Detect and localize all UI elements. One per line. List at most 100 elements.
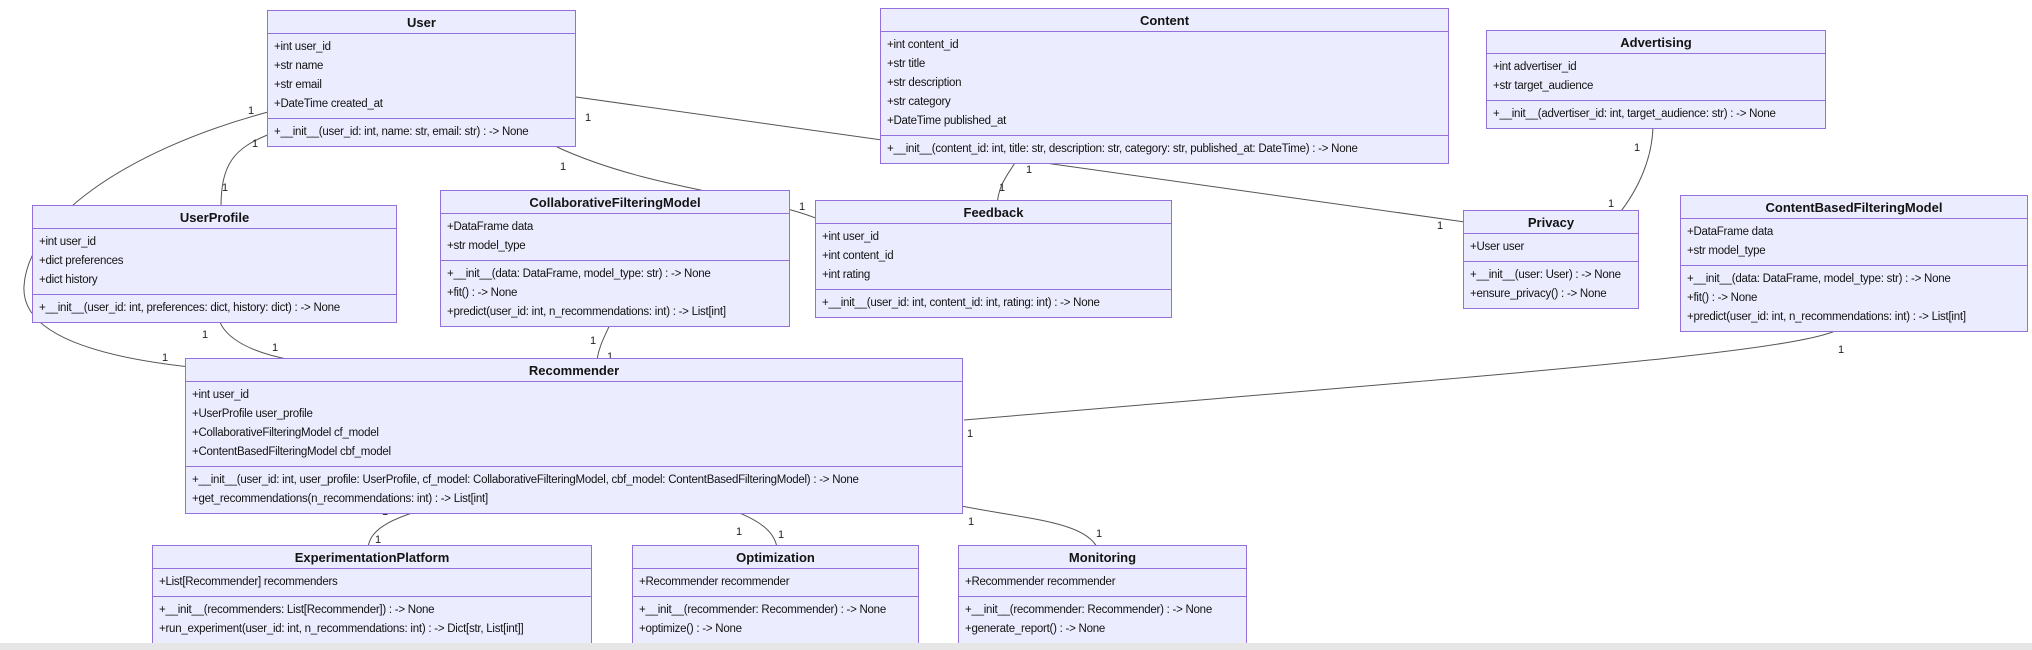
attributes-section: +DataFrame data+str model_type (1681, 219, 2027, 265)
attributes-section: +int user_id +UserProfile user_profile +Co… (186, 382, 962, 466)
horizontal-scrollbar[interactable] (0, 643, 2032, 650)
attribute: +UserProfile user_profile (192, 408, 313, 420)
cardinality-label: 1 (585, 112, 591, 124)
methods-section: +__init__(recommender: Recommender) : ->… (959, 596, 1246, 643)
attributes-section: +int user_id+str name+str email+DateTime… (268, 34, 575, 118)
attribute: +int user_id (274, 41, 331, 53)
method: +__init__(data: DataFrame, model_type: s… (1687, 273, 1951, 285)
edge-Recommender-Monitoring (955, 504, 1099, 550)
cardinality-label: 1 (590, 335, 596, 347)
class-Monitoring: Monitoring +Recommender recommender +__ini… (958, 545, 1247, 644)
class-title: Optimization (633, 546, 918, 569)
class-title: ExperimentationPlatform (153, 546, 591, 569)
method: +__init__(user_id: int, name: str, email… (274, 126, 529, 138)
attributes-section: +Recommender recommender (959, 569, 1246, 596)
edge-User-UserProfile (220, 133, 271, 208)
attribute: +dict preferences (39, 255, 124, 267)
attribute: +dict history (39, 274, 98, 286)
class-title: ContentBasedFilteringModel (1681, 196, 2027, 219)
cardinality-label: 1 (778, 529, 784, 541)
methods-section: +__init__(user: User) : -> None+ensure_p… (1464, 261, 1638, 308)
attribute: +User user (1470, 241, 1525, 253)
class-title: Content (881, 9, 1448, 32)
method: +__init__(data: DataFrame, model_type: s… (447, 268, 711, 280)
attribute: +str category (887, 96, 951, 108)
attribute: +CollaborativeFilteringModel cf_model (192, 427, 379, 439)
attributes-section: +User user (1464, 234, 1638, 261)
class-ContentBasedFilteringModel: ContentBasedFilteringModel+DataFrame dat… (1680, 195, 2028, 332)
attribute: +int content_id (887, 39, 959, 51)
method: +optimize() : -> None (639, 623, 742, 635)
method: +__init__(recommender: Recommender) : ->… (639, 604, 886, 616)
attribute: +int user_id (192, 389, 249, 401)
class-title: CollaborativeFilteringModel (441, 191, 789, 214)
cardinality-label: 1 (1634, 142, 1640, 154)
method: +run_experiment(user_id: int, n_recommen… (159, 623, 524, 635)
attribute: +int content_id (822, 250, 894, 262)
cardinality-label: 1 (272, 342, 278, 354)
attribute: +DataFrame data (447, 221, 534, 233)
methods-section: +__init__(recommender: Recommender) : ->… (633, 596, 918, 643)
attribute: +Recommender recommender (965, 576, 1116, 588)
method: +ensure_privacy() : -> None (1470, 288, 1607, 300)
class-ExperimentationPlatform: ExperimentationPlatform +List[Recommender… (152, 545, 592, 644)
class-Advertising: Advertising+int advertiser_id+str target… (1486, 30, 1826, 129)
attribute: +str description (887, 77, 962, 89)
method: +generate_report() : -> None (965, 623, 1106, 635)
methods-section: +__init__(data: DataFrame, model_type: s… (1681, 265, 2027, 331)
class-title: User (268, 11, 575, 34)
class-title: Recommender (186, 359, 962, 382)
attribute: +str target_audience (1493, 80, 1594, 92)
attribute: +str email (274, 79, 322, 91)
cardinality-label: 1 (1096, 528, 1102, 540)
method: +get_recommendations(n_recommendations: … (192, 493, 488, 505)
method: +__init__(recommenders: List[Recommender… (159, 604, 435, 616)
attribute: +List[Recommender] recommenders (159, 576, 338, 588)
class-Recommender: Recommender +int user_id +UserProfile user… (185, 358, 963, 514)
class-title: UserProfile (33, 206, 396, 229)
attributes-section: +int content_id+str title+str descriptio… (881, 32, 1448, 135)
attributes-section: +int advertiser_id +str target_audience (1487, 54, 1825, 100)
cardinality-label: 1 (248, 105, 254, 117)
attribute: +DateTime created_at (274, 98, 383, 110)
methods-section: +__init__(user_id: int, name: str, email… (268, 118, 575, 146)
attribute: +Recommender recommender (639, 576, 790, 588)
method: +__init__(content_id: int, title: str, d… (887, 143, 1358, 155)
methods-section: +__init__(data: DataFrame, model_type: s… (441, 260, 789, 326)
cardinality-label: 1 (999, 182, 1005, 194)
class-title: Feedback (816, 201, 1171, 224)
cardinality-label: 1 (222, 182, 228, 194)
methods-section: +__init__(advertiser_id: int, target_aud… (1487, 100, 1825, 128)
cardinality-label: 1 (1437, 220, 1443, 232)
method: +__init__(advertiser_id: int, target_aud… (1493, 108, 1776, 120)
attribute: +int user_id (39, 236, 96, 248)
method: +fit() : -> None (447, 287, 518, 299)
class-title: Monitoring (959, 546, 1246, 569)
method: +predict(user_id: int, n_recommendations… (447, 306, 726, 318)
class-UserProfile: UserProfile +int user_id +dict preferences… (32, 205, 397, 323)
attribute: +int advertiser_id (1493, 61, 1577, 73)
edge-ContentBasedFilteringModel-Recommender (963, 325, 1845, 421)
edge-Advertising-Privacy (1617, 123, 1654, 216)
methods-section: +__init__(user_id: int, content_id: int,… (816, 289, 1171, 317)
cardinality-label: 1 (162, 352, 168, 364)
method: +__init__(user_id: int, preferences: dic… (39, 302, 340, 314)
attributes-section: +int user_id+int content_id+int rating (816, 224, 1171, 289)
attribute: +str model_type (1687, 245, 1766, 257)
method: +__init__(user_id: int, content_id: int,… (822, 297, 1100, 309)
method: +predict(user_id: int, n_recommendations… (1687, 311, 1966, 323)
attribute: +int rating (822, 269, 871, 281)
cardinality-label: 1 (799, 201, 805, 213)
attribute: +DateTime published_at (887, 115, 1007, 127)
class-CollaborativeFilteringModel: CollaborativeFilteringModel +DataFrame da… (440, 190, 790, 327)
attributes-section: +List[Recommender] recommenders (153, 569, 591, 596)
method: +__init__(recommender: Recommender) : ->… (965, 604, 1212, 616)
cardinality-label: 1 (967, 428, 973, 440)
methods-section: +__init__(user_id: int, user_profile: Us… (186, 466, 962, 513)
cardinality-label: 1 (375, 534, 381, 546)
cardinality-label: 1 (607, 351, 613, 363)
attribute: +str model_type (447, 240, 526, 252)
methods-section: +__init__(user_id: int, preferences: dic… (33, 294, 396, 322)
method: +fit() : -> None (1687, 292, 1758, 304)
